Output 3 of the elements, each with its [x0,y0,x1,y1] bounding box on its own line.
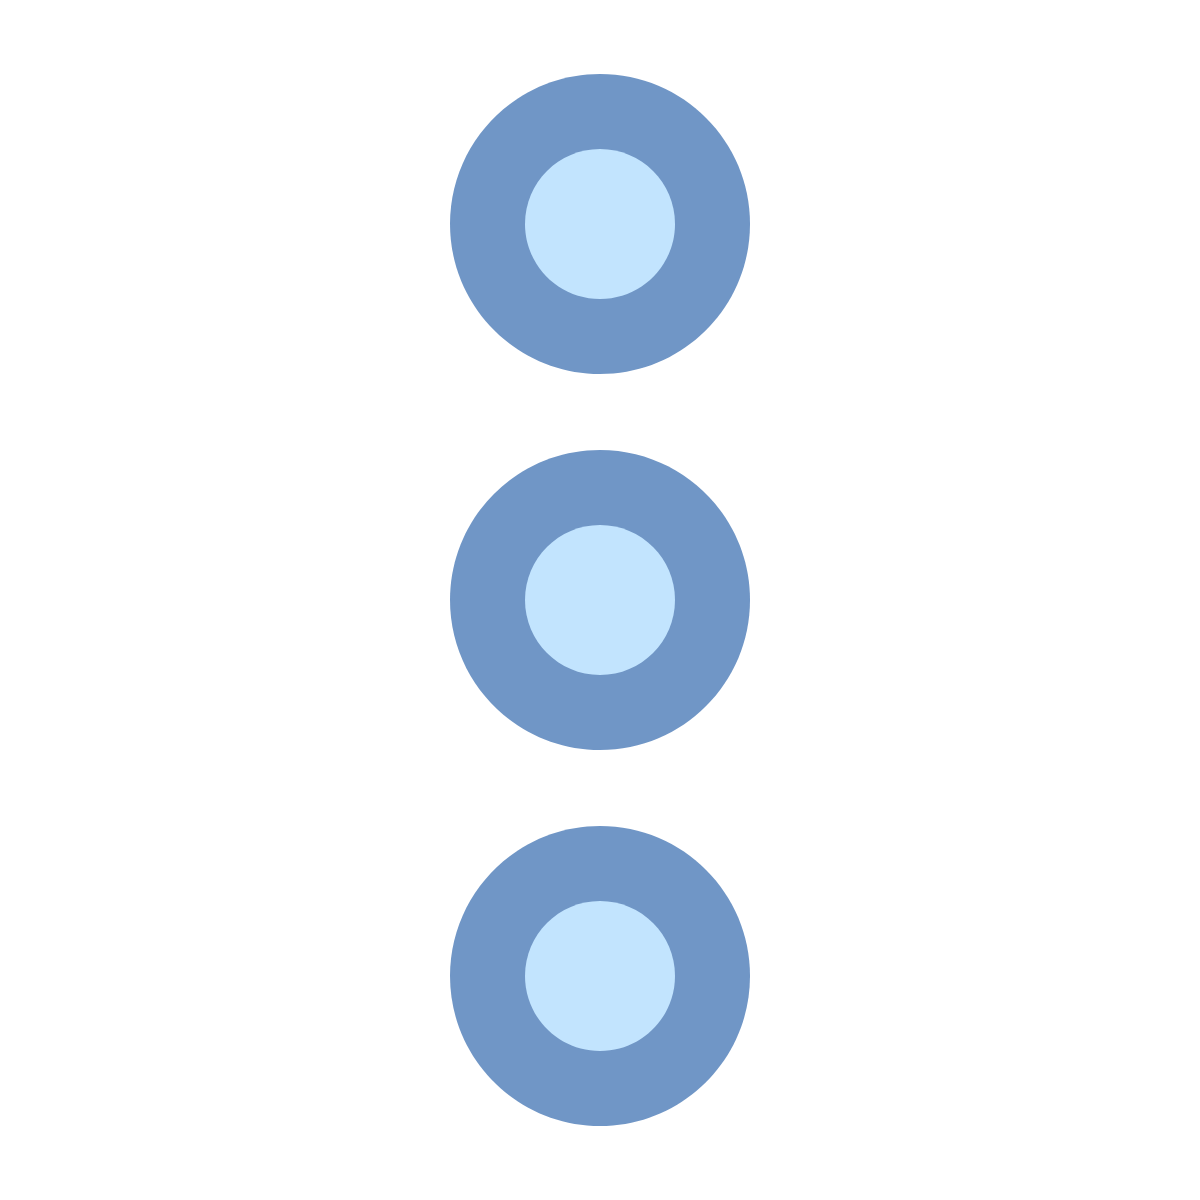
ring-dot [450,826,750,1126]
ring-dot [450,74,750,374]
ring-dot [450,450,750,750]
